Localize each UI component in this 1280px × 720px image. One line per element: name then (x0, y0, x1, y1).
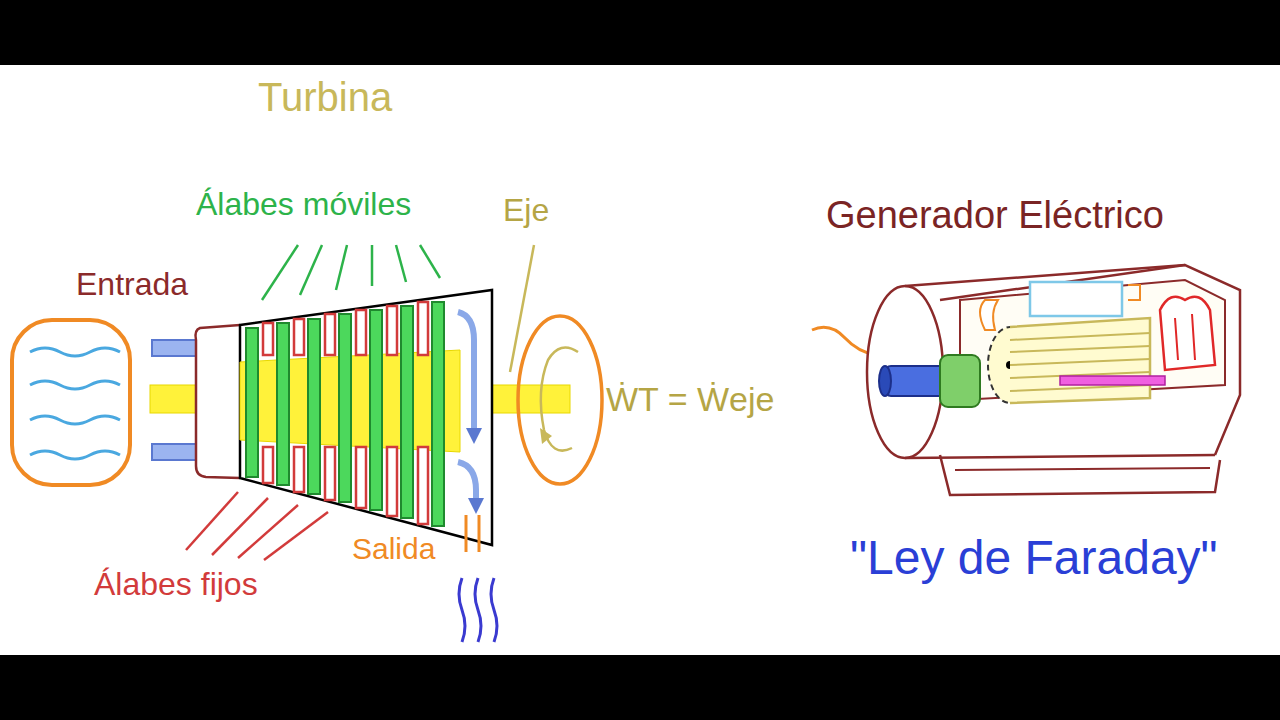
leader-line (264, 512, 328, 560)
part-label: Entrada (76, 266, 188, 303)
caption-label: "Ley de Faraday" (850, 530, 1218, 585)
leader-line (336, 245, 347, 290)
leader-line (510, 245, 534, 372)
rotor-bar (1010, 346, 1150, 352)
fixed-blade (325, 447, 335, 500)
exit-arrowhead (468, 498, 484, 514)
fixed-blade (263, 323, 273, 355)
heading: Generador Eléctrico (826, 194, 1164, 238)
part-label: Salida (352, 532, 435, 567)
magnet-bar (1060, 376, 1165, 385)
part-label: Álabes móviles (196, 186, 411, 223)
generator-base (955, 468, 1210, 470)
cooling-fan (1160, 297, 1215, 370)
leader-line (300, 245, 322, 295)
exhaust-wave (459, 578, 465, 642)
fixed-blade (387, 306, 397, 355)
exit-arrowhead (466, 428, 482, 444)
leader-line (262, 245, 298, 300)
exit-flow (458, 312, 474, 430)
rotation-ring (518, 316, 602, 484)
fixed-blade (387, 447, 397, 516)
exit-flow (458, 462, 476, 500)
fan-blade (1175, 314, 1195, 360)
bottom-bar (0, 655, 1280, 720)
fixed-blade (356, 447, 366, 508)
output-wire (812, 327, 876, 355)
exhaust-wave (475, 578, 481, 642)
rotor-bar (1010, 359, 1150, 365)
coupling (940, 355, 980, 407)
fluid-source (12, 320, 130, 485)
moving-blade (246, 328, 258, 477)
fluid-wave (30, 416, 120, 424)
leader-line (371, 245, 374, 286)
fluid-wave (30, 348, 120, 356)
exhaust-wave (491, 578, 497, 642)
stator-core (1030, 282, 1122, 316)
shaft-end (879, 366, 891, 396)
rotor-bar (1010, 385, 1150, 391)
generator-housing (905, 455, 1215, 458)
moving-blade (339, 314, 351, 502)
fixed-blade (418, 302, 428, 355)
fixed-blade (418, 447, 428, 524)
fluid-wave (30, 451, 120, 459)
generator-housing (940, 265, 1240, 455)
generator-base (940, 455, 1220, 495)
moving-blade (401, 306, 413, 518)
moving-blade (277, 323, 289, 485)
rotation-arrow (541, 348, 578, 451)
part-label: Álabes fijos (94, 566, 258, 603)
winding (1128, 285, 1140, 300)
fixed-blade (325, 314, 335, 355)
equation: ẆT = Ẇeje (606, 380, 774, 419)
outlet-pipe (478, 515, 481, 552)
moving-blade (308, 319, 320, 494)
leader-line (420, 245, 440, 278)
rotation-arrowhead (540, 428, 552, 444)
leader-line (238, 505, 298, 558)
part-label: Eje (503, 192, 549, 229)
moving-blade (432, 302, 444, 526)
housing-inlet (196, 325, 241, 478)
rotor-bar (1010, 333, 1150, 340)
leader-line (212, 498, 268, 555)
fixed-blade (294, 447, 304, 492)
outlet-pipe (465, 515, 468, 552)
leader-line (396, 245, 406, 282)
top-bar (0, 0, 1280, 65)
fixed-blade (294, 319, 304, 355)
fixed-blade (356, 310, 366, 355)
rotor-cylinder (1010, 318, 1150, 403)
turbine-housing (240, 290, 492, 545)
fixed-blade (263, 447, 273, 483)
moving-blade (370, 310, 382, 510)
fluid-wave (30, 381, 120, 389)
leader-line (186, 492, 238, 550)
winding (980, 300, 998, 330)
heading: Turbina (258, 74, 392, 120)
